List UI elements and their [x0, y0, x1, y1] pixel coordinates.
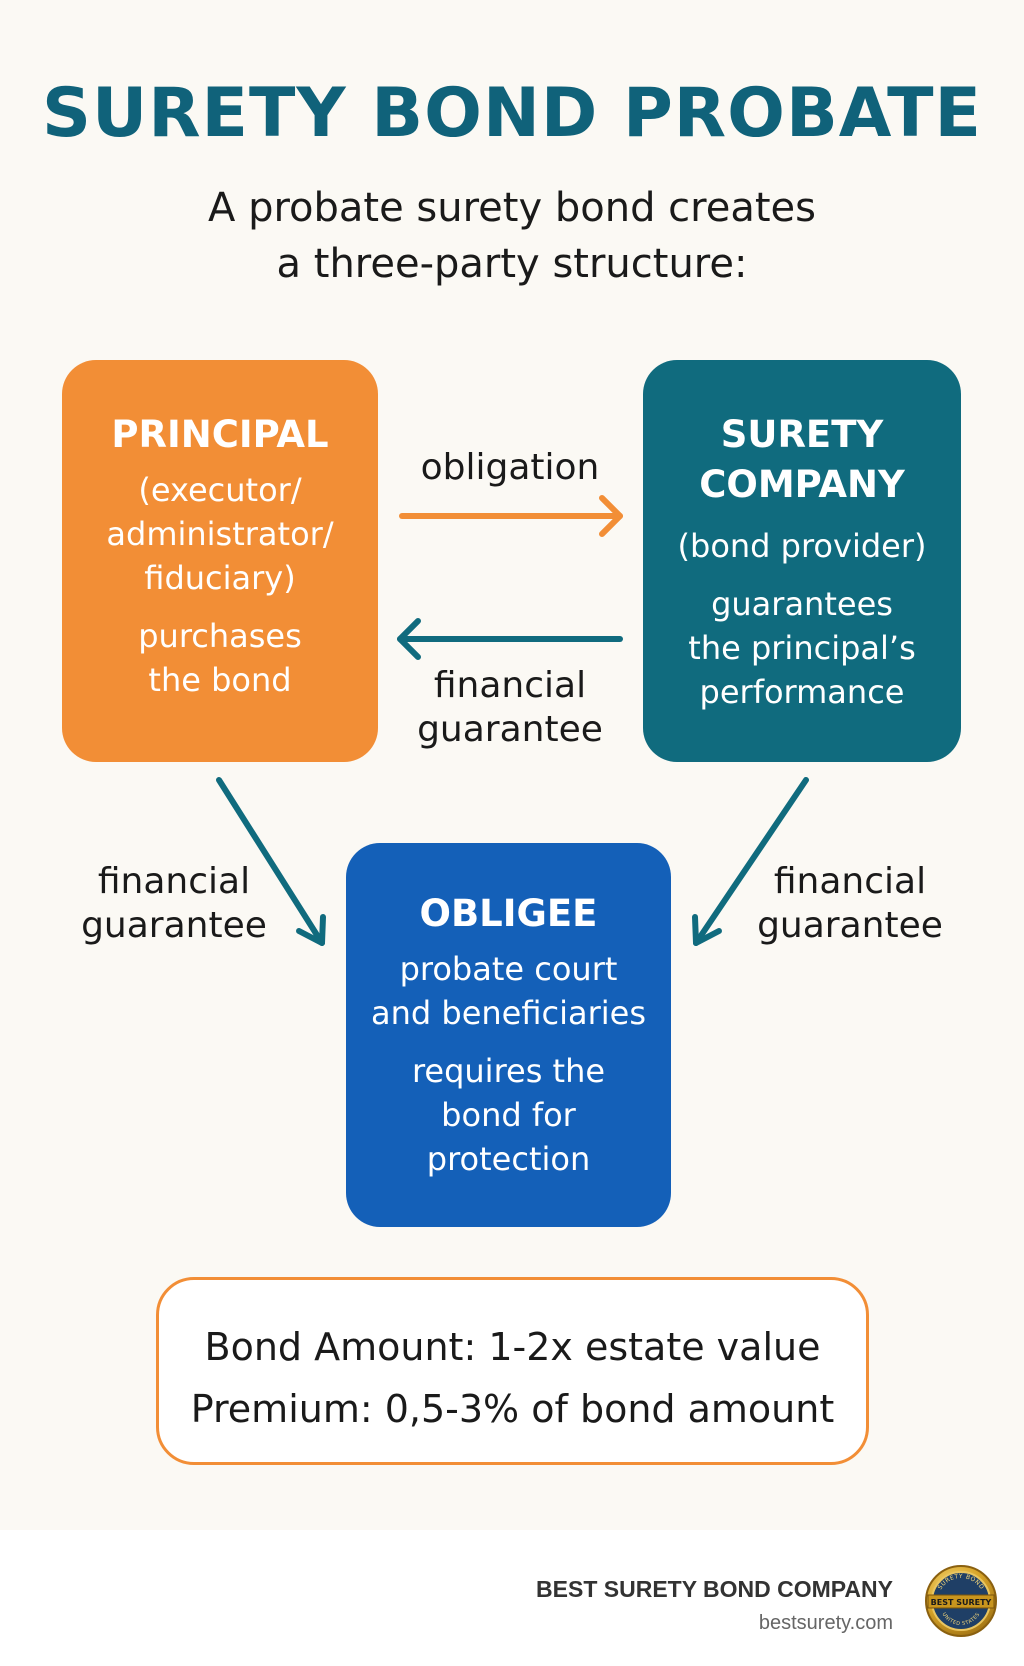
obligee-role-line: probate court — [399, 950, 618, 988]
principal-box: PRINCIPAL (executor/ administrator/ fidu… — [62, 360, 378, 762]
svg-text:BEST SURETY: BEST SURETY — [931, 1598, 992, 1607]
surety-action-line: the principal’s — [688, 629, 916, 667]
subtitle-line-1: A probate surety bond creates — [208, 185, 816, 231]
surety-action-line: guarantees — [711, 585, 893, 623]
obligee-heading: OBLIGEE — [419, 892, 598, 935]
surety-role: (bond provider) — [677, 527, 927, 565]
best-surety-seal-icon: SURETY BOND BEST SURETY UNITED STATES — [925, 1565, 997, 1637]
company-name: BEST SURETY BOND COMPANY — [536, 1576, 893, 1602]
obligee-action-line: bond for — [441, 1096, 576, 1134]
page-title: SURETY BOND PROBATE — [42, 74, 982, 153]
principal-role-line: fiduciary) — [144, 559, 296, 597]
obligee-role-line: and beneficiaries — [371, 994, 646, 1032]
arrow-financial-guarantee-right — [692, 777, 809, 946]
label-financial-guarantee-right: financial guarantee — [735, 860, 965, 948]
label-line: guarantee — [757, 905, 943, 946]
footer: BEST SURETY BOND COMPANY bestsurety.com … — [0, 1530, 1024, 1666]
label-line: financial — [773, 861, 927, 902]
bond-summary-box: Bond Amount: 1-2x estate value Premium: … — [156, 1277, 869, 1465]
principal-action-line: purchases — [138, 617, 302, 655]
website-link[interactable]: bestsurety.com — [758, 1612, 893, 1634]
label-obligation: obligation — [420, 447, 600, 488]
surety-heading-line: COMPANY — [699, 463, 905, 506]
surety-action-line: performance — [699, 673, 905, 711]
subtitle-line-2: a three-party structure: — [276, 241, 748, 287]
bond-amount-text: Bond Amount: 1-2x estate value — [204, 1325, 821, 1369]
principal-role-line: administrator/ — [106, 515, 334, 553]
label-line: financial — [97, 861, 251, 902]
surety-company-box: SURETY COMPANY (bond provider) guarantee… — [643, 360, 961, 762]
arrow-financial-guarantee-left — [216, 777, 326, 946]
arrow-financial-guarantee-mid — [397, 618, 623, 660]
label-financial-guarantee-left: financial guarantee — [64, 860, 284, 948]
principal-heading: PRINCIPAL — [111, 413, 329, 456]
premium-text: Premium: 0,5-3% of bond amount — [190, 1387, 835, 1431]
obligee-box: OBLIGEE probate court and beneficiaries … — [346, 843, 671, 1227]
label-line: guarantee — [81, 905, 267, 946]
principal-role-line: (executor/ — [138, 471, 302, 509]
principal-action-line: the bond — [148, 661, 292, 699]
label-line: financial — [433, 665, 587, 706]
surety-heading-line: SURETY — [720, 413, 884, 456]
arrow-obligation — [399, 495, 623, 537]
obligee-action-line: requires the — [411, 1052, 606, 1090]
obligee-action-line: protection — [426, 1140, 591, 1178]
label-financial-guarantee-mid: financial guarantee — [400, 664, 620, 752]
subtitle: A probate surety bond creates a three-pa… — [0, 180, 1024, 292]
label-line: guarantee — [417, 709, 603, 750]
